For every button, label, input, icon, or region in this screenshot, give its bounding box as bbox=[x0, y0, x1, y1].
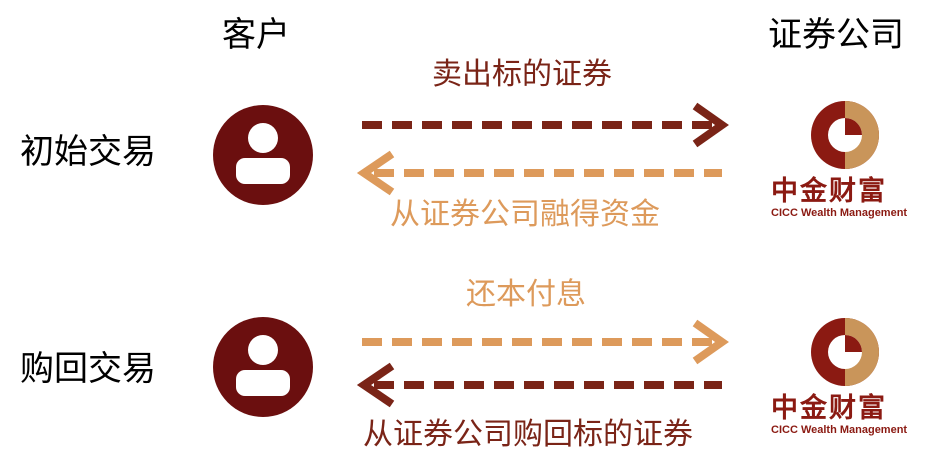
sell-securities-label: 卖出标的证券 bbox=[432, 57, 612, 92]
repurchase-trade-label: 购回交易 bbox=[20, 349, 156, 389]
repay-interest-label: 还本付息 bbox=[466, 277, 586, 312]
initial-trade-label: 初始交易 bbox=[20, 132, 156, 172]
cicc-logo-icon bbox=[811, 318, 879, 386]
brand-name-en: CICC Wealth Management bbox=[771, 207, 908, 219]
broker-header: 证券公司 bbox=[768, 15, 904, 55]
brand-name-en: CICC Wealth Management bbox=[771, 424, 908, 436]
arrow-left-repurchase bbox=[356, 362, 722, 408]
arrow-left-initial bbox=[356, 150, 722, 196]
repurchase-securities-label: 从证券公司购回标的证券 bbox=[363, 417, 693, 452]
brand-name-cn: 中金财富 bbox=[771, 393, 887, 424]
obtain-funds-label: 从证券公司融得资金 bbox=[390, 197, 660, 232]
cicc-logo-icon bbox=[811, 101, 879, 169]
brand-name-cn: 中金财富 bbox=[771, 176, 887, 207]
arrow-right-initial bbox=[362, 102, 729, 148]
user-icon bbox=[213, 105, 313, 205]
client-header: 客户 bbox=[222, 15, 290, 55]
user-icon bbox=[213, 317, 313, 417]
arrow-right-repurchase bbox=[362, 319, 729, 365]
